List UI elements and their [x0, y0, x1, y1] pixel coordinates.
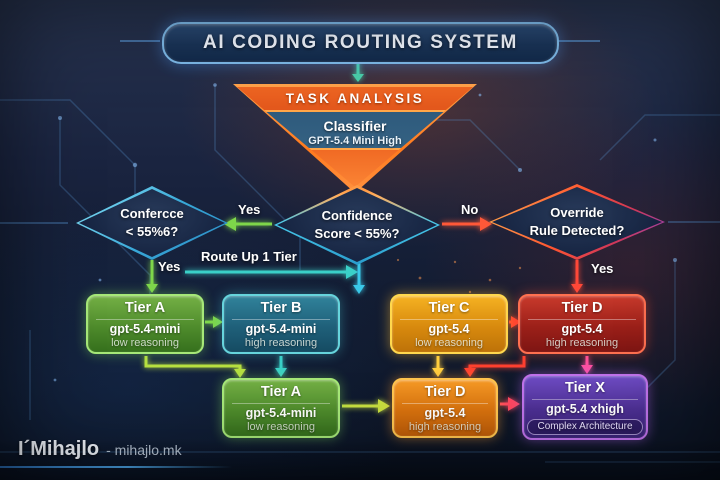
- arrow-tierD2-to-tierX: [500, 397, 520, 411]
- arrow-route-up-1-tier: [185, 265, 358, 279]
- tier-reasoning: high reasoning: [244, 337, 318, 350]
- tier-reasoning: low reasoning: [111, 337, 179, 350]
- edge-label-yes-down-right: Yes: [591, 261, 614, 276]
- divider: [532, 398, 638, 400]
- bottom-shade: [0, 440, 720, 480]
- arrow-center-diamond-down: [353, 263, 365, 294]
- divider: [96, 318, 194, 320]
- tier-a-row1: Tier A gpt-5.4-mini low reasoning: [86, 294, 204, 354]
- tier-reasoning: high reasoning: [408, 421, 482, 434]
- page-title: AI CODING ROUTING SYSTEM: [162, 22, 559, 64]
- tier-reasoning: low reasoning: [415, 337, 483, 350]
- decision-center-line1: Confidence: [321, 208, 393, 224]
- divider: [232, 318, 330, 320]
- decision-left-line1: Confercce: [120, 206, 184, 222]
- tier-name: Tier X: [564, 380, 606, 396]
- arrow-right-diamond-down-yes: [571, 260, 583, 293]
- tier-d-row1: Tier D gpt-5.4 high reasoning: [518, 294, 646, 354]
- watermark-name: I´Mihajlo: [18, 438, 100, 460]
- edge-label-no-right: No: [461, 202, 479, 217]
- arrow-tierC-to-tierD1: [509, 316, 521, 328]
- tier-model: gpt-5.4: [561, 321, 603, 336]
- arrow-left-diamond-down-yes: [146, 260, 158, 293]
- edge-label-yes-down-left: Yes: [158, 259, 181, 274]
- tier-model: gpt-5.4-mini: [245, 405, 317, 420]
- watermark-site: - mihajlo.mk: [106, 442, 182, 458]
- tier-model: gpt-5.4-mini: [245, 321, 317, 336]
- task-analysis-header: TASK ANALYSIS: [285, 91, 425, 106]
- tier-c-row1: Tier C gpt-5.4 low reasoning: [390, 294, 508, 354]
- decision-confidence-left: Confercce < 55%6?: [76, 186, 228, 260]
- decision-left-line2: < 55%6?: [125, 224, 179, 239]
- arrow-tierA1-to-tierB: [205, 316, 223, 328]
- watermark-underline: [0, 466, 232, 468]
- tier-name: Tier C: [428, 300, 470, 316]
- edge-label-yes-left: Yes: [238, 202, 261, 217]
- arrow-no-right: [442, 217, 492, 231]
- tier-x-row2: Tier X gpt-5.4 xhigh Complex Architectur…: [522, 374, 648, 440]
- arrow-tierC-to-tierD2: [432, 356, 444, 377]
- tier-b-row1: Tier B gpt-5.4-mini high reasoning: [222, 294, 340, 354]
- arrow-tierA2-to-tierD2: [342, 399, 390, 413]
- arrow-tierA1-to-tierA2: [144, 356, 246, 378]
- tier-reasoning: low reasoning: [247, 421, 315, 434]
- tier-name: Tier D: [561, 300, 603, 316]
- classifier-model: GPT-5.4 Mini High: [308, 135, 402, 147]
- tier-model: gpt-5.4: [424, 405, 466, 420]
- tier-name: Tier D: [424, 384, 466, 400]
- tier-model: gpt-5.4: [428, 321, 470, 336]
- decision-override-rule: Override Rule Detected?: [489, 184, 665, 260]
- tier-model: gpt-5.4-mini: [109, 321, 181, 336]
- tier-name: Tier A: [124, 300, 166, 316]
- arrow-tierD1-to-tierD2: [464, 356, 526, 377]
- watermark: I´Mihajlo - mihajlo.mk: [18, 438, 182, 461]
- arrow-yes-left: [224, 217, 272, 231]
- divider: [400, 318, 498, 320]
- tier-model: gpt-5.4 xhigh: [546, 401, 624, 416]
- classifier-label: Classifier: [323, 118, 387, 134]
- divider: [232, 402, 330, 404]
- decision-right-line2: Rule Detected?: [529, 223, 625, 238]
- divider: [402, 402, 488, 404]
- decision-right-line1: Override: [550, 205, 604, 221]
- arrow-tierB-to-tierA2: [275, 356, 287, 377]
- decision-center-line2: Score < 55%?: [314, 226, 400, 241]
- tier-name: Tier A: [260, 384, 302, 400]
- tier-reasoning-badge: Complex Architecture: [527, 419, 643, 435]
- tier-d-row2: Tier D gpt-5.4 high reasoning: [392, 378, 498, 438]
- edge-label-route-up: Route Up 1 Tier: [201, 249, 297, 264]
- tier-reasoning: high reasoning: [545, 337, 619, 350]
- tier-name: Tier B: [260, 300, 302, 316]
- arrow-tierD1-to-tierX: [581, 356, 593, 374]
- tier-a-row2: Tier A gpt-5.4-mini low reasoning: [222, 378, 340, 438]
- decision-confidence-score: Confidence Score < 55%?: [274, 185, 440, 265]
- divider: [528, 318, 636, 320]
